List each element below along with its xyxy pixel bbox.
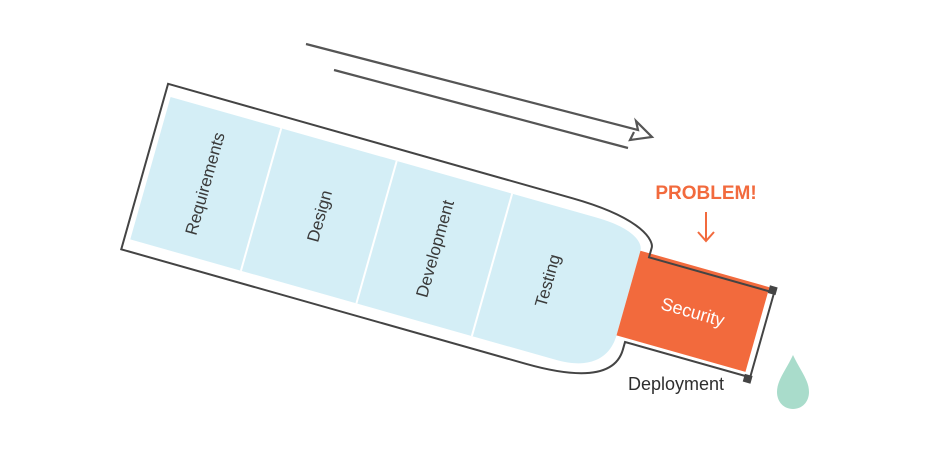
stage-divider bbox=[355, 160, 398, 304]
problem-arrow-icon bbox=[697, 212, 715, 243]
deployment-label: Deployment bbox=[628, 374, 724, 394]
bottle-cap-lip bbox=[742, 373, 753, 384]
flow-arrows bbox=[305, 42, 655, 150]
stage-divider bbox=[470, 193, 514, 337]
stage-divider bbox=[239, 128, 283, 271]
bottle-liquid bbox=[130, 96, 641, 364]
problem-label: PROBLEM! bbox=[655, 183, 756, 204]
bottle: Requirements Design Development Testing … bbox=[120, 82, 778, 384]
flow-arrow-lower bbox=[333, 68, 629, 150]
bottle-cap-lip bbox=[767, 285, 778, 296]
water-drop-icon bbox=[777, 355, 809, 409]
flow-arrow-upper bbox=[305, 42, 655, 142]
